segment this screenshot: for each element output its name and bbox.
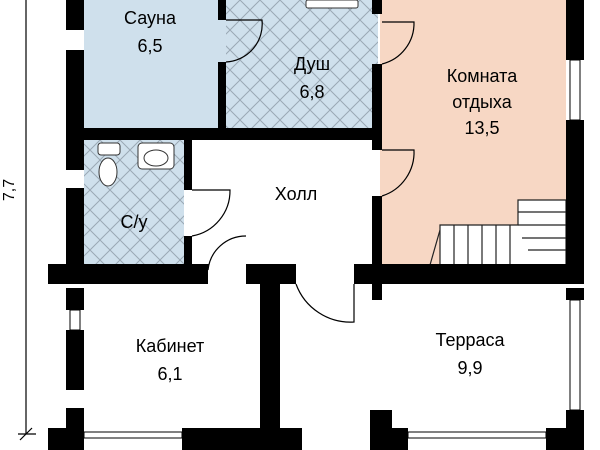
terrace-name: Терраса	[435, 330, 505, 350]
shower-fixture-icon	[305, 0, 359, 9]
lounge-name-line2: отдыха	[452, 92, 513, 112]
dimension-line	[18, 0, 36, 441]
staircase	[429, 199, 567, 266]
sauna-name: Сауна	[124, 8, 177, 28]
office-area: 6,1	[157, 364, 182, 384]
sauna-floor	[84, 0, 226, 128]
door-swings	[191, 19, 415, 323]
hall-name: Холл	[275, 184, 317, 204]
sauna-area: 6,5	[137, 36, 162, 56]
office-name: Кабинет	[136, 336, 204, 356]
sink-icon	[137, 142, 175, 170]
dimension-label: 7,7	[1, 179, 18, 201]
lounge-name-line1: Комната	[447, 66, 518, 86]
windows	[69, 59, 581, 439]
terrace-area: 9,9	[457, 358, 482, 378]
shower-area: 6,8	[299, 82, 324, 102]
shower-name: Душ	[294, 54, 330, 74]
toilet-icon	[97, 142, 121, 187]
walls	[48, 0, 584, 450]
lounge-area: 13,5	[464, 118, 499, 138]
wc-name: С/у	[121, 212, 148, 232]
shower-floor	[226, 0, 378, 128]
